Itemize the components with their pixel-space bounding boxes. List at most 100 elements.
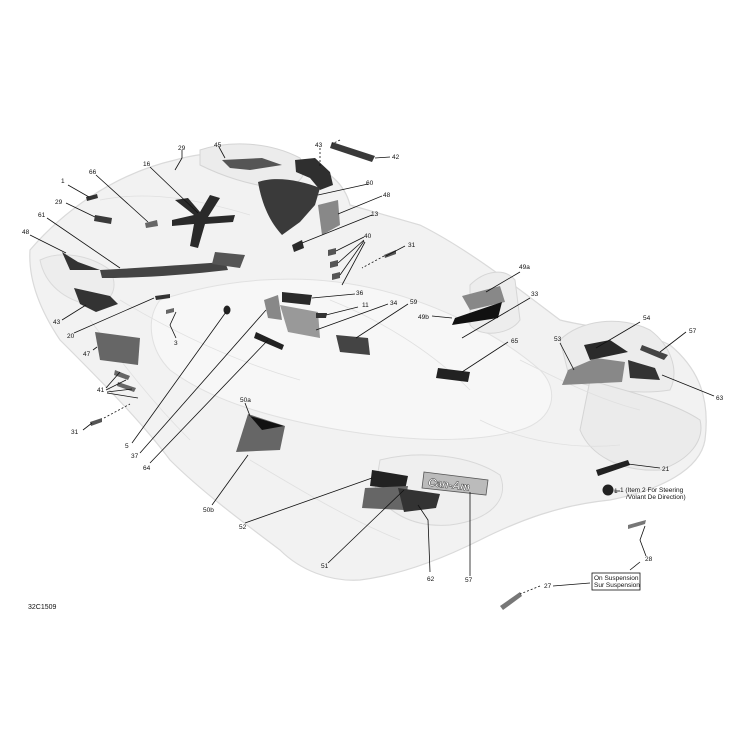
decal-11	[264, 295, 282, 320]
callout-50b: 50b	[203, 507, 214, 514]
decal-42	[330, 142, 375, 162]
callout-42: 42	[392, 154, 400, 161]
decal-54	[584, 340, 628, 360]
callout-60: 60	[366, 180, 374, 187]
decal-43-top	[295, 158, 333, 190]
callout-54: 54	[643, 315, 651, 322]
decal-28	[628, 520, 646, 529]
callout-31-right: 31	[408, 242, 416, 249]
callout-51: 51	[321, 563, 329, 570]
callout-31-left: 31	[71, 429, 79, 436]
decal-66	[145, 220, 158, 228]
callout-66: 66	[89, 169, 97, 176]
decal-29	[94, 215, 112, 224]
decal-x	[172, 195, 235, 248]
callout-28: 28	[645, 556, 653, 563]
callout-21: 21	[662, 466, 670, 473]
callout-47: 47	[83, 351, 91, 358]
brand-mark-text: Can-Am	[427, 477, 471, 494]
callout-43-top: 43	[315, 142, 323, 149]
callout-64: 64	[143, 465, 151, 472]
decal-49b	[452, 302, 502, 325]
callout-43-left: 43	[53, 319, 61, 326]
callout-49a: 49a	[519, 264, 530, 271]
decal-brand	[421, 471, 489, 496]
suspension-note-box	[591, 572, 641, 591]
callout-29-top: 29	[178, 145, 186, 152]
decal-49a	[462, 286, 505, 310]
callout-27: 27	[544, 583, 552, 590]
decal-41a	[114, 370, 130, 380]
decal-20	[155, 294, 170, 300]
callout-34: 34	[390, 300, 398, 307]
decal-40b	[330, 260, 338, 268]
callout-20: 20	[67, 333, 75, 340]
callout-53: 53	[554, 336, 562, 343]
decal-48-left	[62, 252, 100, 270]
callout-13: 13	[371, 211, 379, 218]
decal-45	[222, 158, 282, 170]
callout-40: 40	[364, 233, 372, 240]
decal-1	[86, 194, 98, 201]
callout-48-right: 48	[383, 192, 391, 199]
suspension-note-line1: On Suspension	[594, 575, 639, 582]
decal-steering	[602, 484, 614, 496]
decal-13	[292, 240, 304, 252]
callout-1-steering: 1	[614, 488, 618, 495]
callout-3: 3	[174, 340, 178, 347]
callout-45: 45	[214, 142, 222, 149]
decal-50a	[250, 416, 284, 430]
diagram-code: 32C1509	[28, 604, 57, 611]
callout-50a: 50a	[240, 397, 251, 404]
decal-62	[398, 488, 440, 512]
suspension-note-line2: Sur Suspension	[594, 582, 640, 589]
decal-41b	[117, 382, 136, 392]
callout-52: 52	[239, 524, 247, 531]
decal-63	[628, 360, 660, 380]
decal-48-right	[318, 200, 340, 235]
callout-5: 5	[125, 443, 129, 450]
steering-note-line1: 1 (Item 2 For Steering	[620, 487, 684, 494]
callout-48-left: 48	[22, 229, 30, 236]
decal-61	[100, 262, 228, 278]
decal-5	[223, 305, 231, 315]
decal-34	[280, 305, 320, 338]
decal-11b	[316, 313, 327, 318]
decal-53	[562, 358, 625, 385]
callouts: 1 29 16 66 1 29 61 48 45 43 42 60 48 13 …	[22, 142, 724, 590]
callout-16: 16	[143, 161, 151, 168]
steering-note-line2: /Volant De Direction)	[626, 494, 686, 501]
decal-64	[254, 332, 284, 350]
callout-29: 29	[55, 199, 63, 206]
callout-11: 11	[362, 302, 369, 309]
decal-57-right	[640, 345, 668, 360]
callout-65: 65	[511, 338, 519, 345]
decal-3	[166, 308, 174, 314]
decal-40a	[328, 248, 336, 256]
decal-61b	[212, 252, 245, 268]
callout-62: 62	[427, 576, 435, 583]
decal-31-left	[90, 418, 102, 426]
decal-36	[282, 292, 312, 305]
callout-41: 41	[97, 387, 105, 394]
callout-37: 37	[131, 453, 139, 460]
leader-lines	[29, 139, 715, 595]
callout-57-right: 57	[689, 328, 697, 335]
decal-52	[370, 470, 408, 490]
callout-36: 36	[356, 290, 364, 297]
decal-27	[500, 592, 522, 610]
decals	[62, 142, 668, 610]
decal-65	[436, 368, 470, 382]
callout-33: 33	[531, 291, 539, 298]
decal-51	[362, 486, 408, 510]
callout-57-bottom: 57	[465, 577, 473, 584]
decal-21	[596, 460, 630, 476]
callout-61: 61	[38, 212, 46, 219]
callout-49b: 49b	[418, 314, 429, 321]
decal-40c	[332, 272, 340, 280]
decal-60	[258, 179, 320, 235]
decal-59	[336, 335, 370, 355]
callout-1: 1	[61, 178, 65, 185]
